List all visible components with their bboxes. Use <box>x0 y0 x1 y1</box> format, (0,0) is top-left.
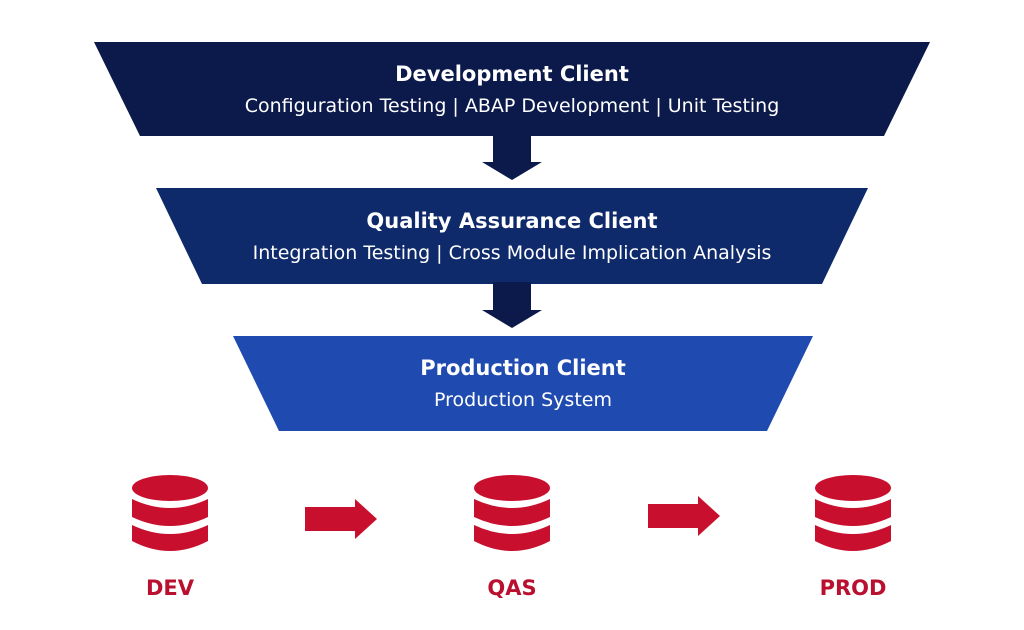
tier-subtitle: Integration Testing | Cross Module Impli… <box>252 241 772 264</box>
arrow-right-icon <box>305 499 377 539</box>
system-label-dev: DEV <box>145 576 195 600</box>
tier-development-shape <box>94 42 930 136</box>
database-icon <box>132 475 208 551</box>
tier-production-shape <box>233 336 813 431</box>
tier-title: Production Client <box>420 356 626 380</box>
tier-quality-assurance-client: Quality Assurance Client Integration Tes… <box>156 188 868 284</box>
system-label-qas: QAS <box>487 576 537 600</box>
tier-title: Quality Assurance Client <box>366 208 658 233</box>
tier-development-client: Development Client Configuration Testing… <box>94 42 930 136</box>
tier-title: Development Client <box>395 61 629 86</box>
arrow-down-icon <box>482 134 542 180</box>
database-icon <box>815 475 891 551</box>
tier-subtitle: Production System <box>434 389 612 411</box>
tier-quality-shape <box>156 188 868 284</box>
tier-subtitle: Configuration Testing | ABAP Development… <box>244 94 780 117</box>
database-icon <box>474 475 550 551</box>
arrow-down-icon <box>482 282 542 328</box>
arrow-right-icon <box>648 496 720 536</box>
tier-production-client: Production Client Production System <box>233 336 813 431</box>
system-label-prod: PROD <box>819 576 887 600</box>
